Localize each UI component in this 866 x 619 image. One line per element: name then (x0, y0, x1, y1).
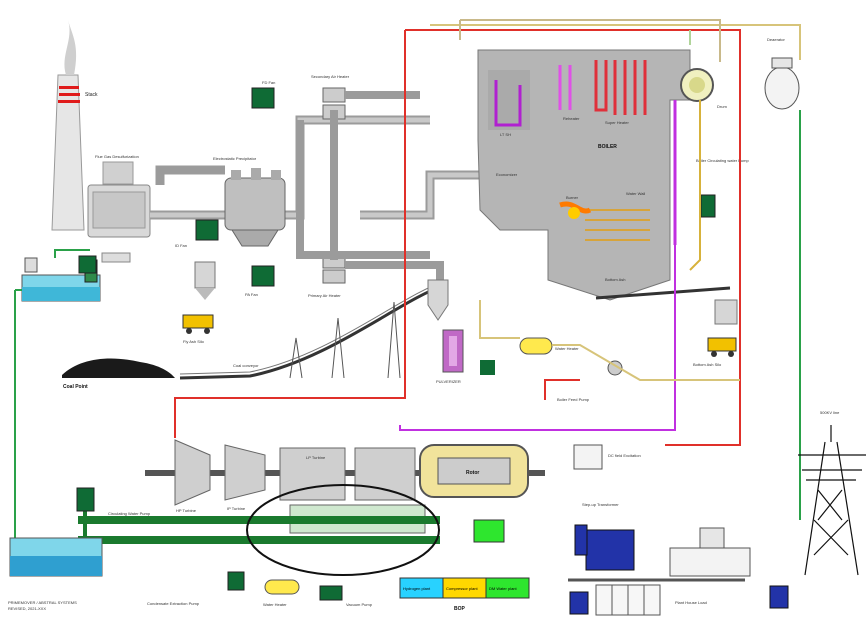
id-fan: ID Fan (175, 220, 218, 248)
coal-point-label: Coal Point (63, 384, 88, 390)
vacuum-pump-label: Vacuum Pump (346, 602, 373, 607)
water-heater-lp-label: Water Heater (263, 602, 287, 607)
boiler-circ-pump-label: Boiler Circulating water Pump (696, 158, 749, 163)
boiler: BOILER LT SH Reheater Super Heater Econo… (478, 50, 690, 300)
dc-field-label: DC field Excitation (608, 453, 641, 458)
coal-conveyor-label: Coal conveyor (233, 363, 259, 368)
pulverizer-label: PULVERIZER (436, 379, 461, 384)
fgd-unit: Flue Gas Desulfurization (88, 154, 150, 262)
cond-extraction-label: Condensate Extraction Pump (147, 601, 200, 606)
water-heater-hp-label: Water Heater (555, 346, 579, 351)
step-up-transformer: Step-up Transformer (575, 502, 634, 570)
lt-sh-label: LT SH (500, 132, 511, 137)
deaerator-label: Deaerator (767, 37, 785, 42)
ip-turbine-label: IP Turbine (227, 506, 246, 511)
drum: Drum (681, 69, 727, 109)
kv500-label: 500KV line (820, 410, 840, 415)
bop-box-3: DM Water plant (489, 586, 518, 591)
stack-label: Stack (85, 92, 98, 98)
boiler-feed-pump-label: Boiler Feed Pump (557, 397, 590, 402)
vacuum-pump: Vacuum Pump (320, 586, 373, 607)
fly-ash-silo-label: Fly Ash Silo (183, 339, 205, 344)
bop-plants: Hydrogen plant Compressor plant DM Water… (400, 520, 529, 612)
motor-2 (770, 586, 788, 608)
pa-fan-label: PA Fan (245, 292, 258, 297)
condenser (78, 495, 440, 560)
transmission-tower (798, 425, 866, 575)
id-fan-label: ID Fan (175, 243, 187, 248)
primary-air-heater: Primary Air Heater (308, 255, 345, 298)
coal-pile: Coal Point (62, 358, 175, 390)
step-up-label: Step-up Transformer (582, 502, 619, 507)
drum-label: Drum (717, 104, 727, 109)
bop-box-1: Hydrogen plant (403, 586, 431, 591)
burner-label: Burner (566, 195, 579, 200)
esp-label: Electrostatic Precipitator (213, 156, 257, 161)
plant-house-load-label: Plant House Load (675, 600, 707, 605)
condensate-extraction-pump: Condensate Extraction Pump (147, 572, 244, 606)
bottom-ash-label: Bottom Ash (605, 277, 625, 282)
bottom-ash-silo-label: Bottom Ash Silo (693, 362, 722, 367)
circulating-water-system: Circulating Water Pump (10, 488, 151, 576)
fly-ash-silo: Fly Ash Silo (183, 262, 215, 344)
bop-box-2: Compressor plant (446, 586, 478, 591)
bop-label: BOP (454, 606, 466, 612)
boiler-label: BOILER (598, 144, 617, 150)
pulverizer: PULVERIZER (428, 280, 495, 384)
pa-fan: PA Fan (245, 266, 274, 297)
motor-1 (570, 592, 588, 614)
fd-fan: FD Fan (252, 80, 275, 108)
hp-turbine-label: HP Turbine (176, 508, 197, 513)
water-wall-label: Water Wall (626, 191, 645, 196)
bottom-ash-system: Bottom Ash Silo (596, 288, 737, 367)
lp-turbine-label: LP Turbine (306, 455, 326, 460)
water-heater-lp: Water Heater (263, 580, 299, 607)
sec-air-heater-label: Secondary Air Heater (311, 74, 350, 79)
super-heater-label: Super Heater (605, 120, 629, 125)
boiler-circ-pump: Boiler Circulating water Pump (696, 158, 749, 217)
fd-fan-label: FD Fan (262, 80, 275, 85)
pri-air-heater-label: Primary Air Heater (308, 293, 341, 298)
economizer-label: Economizer (496, 172, 518, 177)
circ-water-pump-label: Circulating Water Pump (108, 511, 151, 516)
plant-house-load: Plant House Load (596, 585, 707, 615)
deaerator: Deaerator (765, 37, 799, 109)
boiler-feed-pump: Boiler Feed Pump (557, 361, 622, 402)
fgd-label: Flue Gas Desulfurization (95, 154, 139, 159)
reheater-label: Reheater (563, 116, 580, 121)
footer-line-2: REVISED, 2021-XXX (8, 606, 46, 611)
rotor-label: Rotor (466, 470, 479, 476)
footer-line-1: PRIMEMOVER / ABSTRAL SYSTEMS (8, 600, 77, 605)
green-pump-1 (79, 256, 96, 273)
